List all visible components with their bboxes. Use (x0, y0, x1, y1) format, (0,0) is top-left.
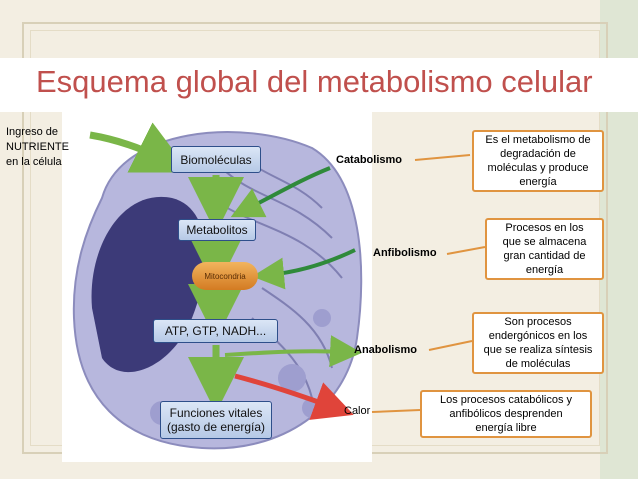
heat-arrow (234, 373, 354, 420)
anf-def-line-4: energía (525, 264, 564, 276)
cat-def-line-2: degradación de (500, 148, 576, 160)
slide-title: Esquema global del metabolismo celular (36, 64, 593, 99)
cat-def-line-1: Es el metabolismo de (485, 134, 591, 146)
catabolismo-definition: Es el metabolismo de degradación de molé… (472, 130, 604, 192)
nutrient-arrow (89, 122, 191, 173)
atp-box: ATP, GTP, NADH... (153, 319, 278, 343)
anfibolismo-label: Anfibolismo (373, 247, 437, 259)
calor-def-line-1: Los procesos catabólicos y (439, 394, 573, 406)
cat-def-line-3: moléculas y produce (487, 162, 589, 174)
anabolismo-definition: Son procesos endergónicos en los que se … (472, 312, 604, 374)
anf-def-line-3: gran cantidad de (503, 250, 586, 262)
ingreso-line-2: NUTRIENTE (6, 141, 69, 153)
calor-definition: Los procesos catabólicos y anfibólicos d… (420, 390, 592, 438)
mitocondria-shape: Mitocondria (192, 262, 258, 290)
funciones-vitales-box: Funciones vitales (gasto de energía) (160, 401, 272, 439)
cat-def-line-4: energía (519, 176, 557, 188)
anabolism-arrow (224, 335, 362, 368)
calor-label: Calor (344, 405, 371, 417)
nutrient-intake-label: Ingreso de NUTRIENTE en la célula (6, 125, 69, 170)
anfibolismo-definition: Procesos en los que se almacena gran can… (485, 218, 604, 280)
biomoleculas-box: Biomoléculas (171, 146, 261, 173)
ana-def-line-1: Son procesos (504, 316, 572, 328)
ana-def-line-4: de moléculas (505, 358, 571, 370)
funciones-line-2: (gasto de energía) (166, 420, 266, 434)
calor-def-line-3: energía libre (475, 422, 537, 434)
mitocondria-label: Mitocondria (204, 271, 246, 281)
ingreso-line-3: en la célula (6, 156, 62, 168)
connector-calor (371, 409, 421, 413)
ana-def-line-3: que se realiza síntesis (483, 344, 593, 356)
anf-def-line-1: Procesos en los (505, 222, 584, 234)
title-band (0, 58, 638, 112)
funciones-line-1: Funciones vitales (169, 406, 263, 420)
connector-anabolismo (428, 340, 473, 351)
catabolism-arrow (230, 166, 331, 218)
anf-def-line-2: que se almacena (502, 236, 587, 248)
calor-def-line-2: anfibólicos desprenden (449, 408, 563, 420)
anfibolism-arrow (252, 248, 356, 290)
metabolitos-box: Metabolitos (178, 219, 256, 241)
ingreso-line-1: Ingreso de (6, 126, 58, 138)
anabolismo-label: Anabolismo (354, 344, 417, 356)
ana-def-line-2: endergónicos en los (488, 330, 588, 342)
connector-catabolismo (414, 154, 471, 161)
catabolismo-label: Catabolismo (336, 154, 403, 166)
connector-anfibolismo (446, 246, 486, 255)
